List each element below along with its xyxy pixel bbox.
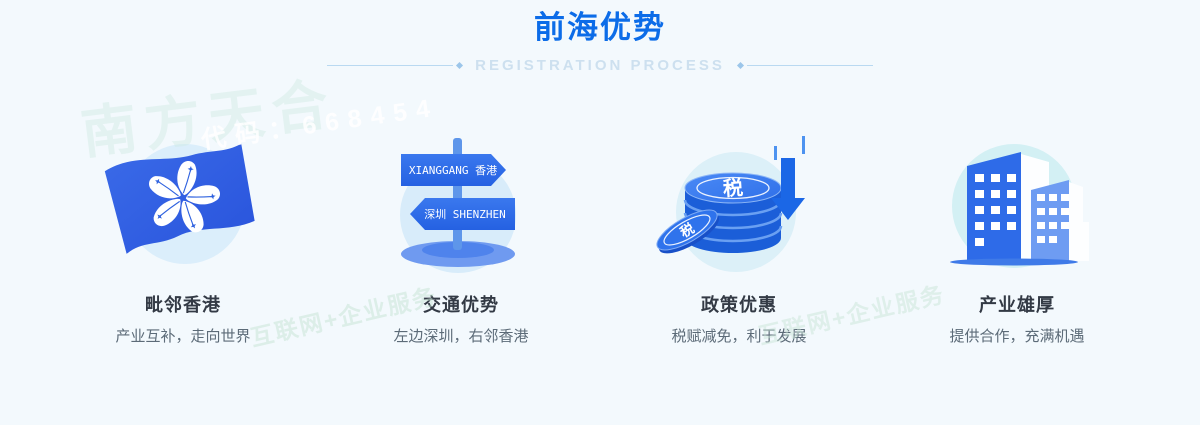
section-header: 前海优势 REGISTRATION PROCESS (0, 0, 1200, 74)
diamond-dot-icon (456, 61, 464, 69)
feature-title: 政策优惠 (701, 295, 777, 315)
feature-desc: 税赋减免，利于发展 (671, 328, 807, 345)
signpost-icon: XIANGGANG 香港 深圳 SHENZHEN (322, 130, 600, 280)
signpost-label-hongkong: XIANGGANG 香港 (409, 164, 497, 177)
coin-tax-label: 税 (722, 175, 744, 200)
feature-title: 产业雄厚 (979, 295, 1055, 315)
tax-coins-icon: 税 税 (600, 130, 878, 280)
feature-desc: 提供合作，充满机遇 (949, 328, 1085, 345)
divider-line-left (327, 61, 464, 69)
divider-line-right (736, 61, 873, 69)
feature-desc: 左边深圳，右邻香港 (393, 328, 529, 345)
section-subtitle-en: REGISTRATION PROCESS (475, 57, 725, 74)
feature-card-industry: 产业雄厚 提供合作，充满机遇 (878, 130, 1156, 346)
feature-title: 毗邻香港 (145, 295, 221, 315)
feature-card-policy: 税 税 政策优惠 税赋减免，利于发展 (600, 130, 878, 346)
feature-title: 交通优势 (423, 295, 499, 315)
feature-desc: 产业互补，走向世界 (115, 328, 251, 345)
features-row: 毗邻香港 产业互补，走向世界 XIANGGANG 香港 (44, 130, 1156, 346)
feature-card-hongkong: 毗邻香港 产业互补，走向世界 (44, 130, 322, 346)
section-subtitle-row: REGISTRATION PROCESS (0, 57, 1200, 74)
hongkong-flag-icon (44, 130, 322, 280)
signpost-label-shenzhen: 深圳 SHENZHEN (424, 208, 506, 221)
buildings-icon (878, 130, 1156, 280)
feature-card-traffic: XIANGGANG 香港 深圳 SHENZHEN 交通优势 左边深圳，右邻香港 (322, 130, 600, 346)
diamond-dot-icon (736, 61, 744, 69)
section-title: 前海优势 (534, 10, 666, 45)
